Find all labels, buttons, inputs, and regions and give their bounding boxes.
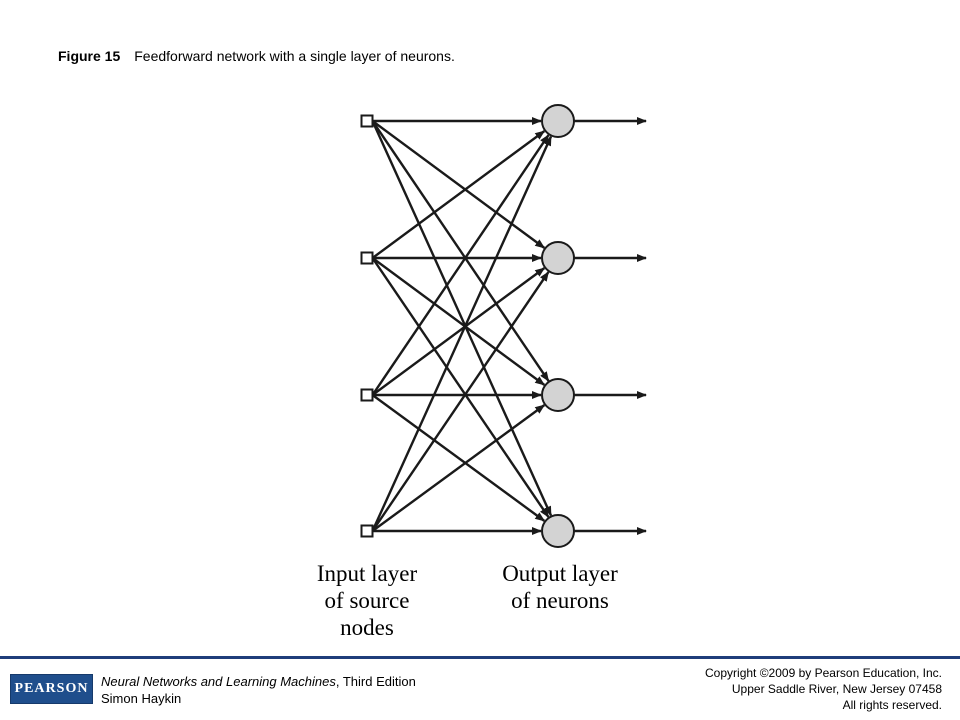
input-node-2: [360, 251, 374, 265]
connection-3-to-1: [371, 134, 550, 396]
figure-caption: Figure 15 Feedforward network with a sing…: [58, 48, 455, 64]
output-arrows: [574, 117, 647, 535]
connection-2-to-1: [371, 130, 546, 259]
pearson-logo: PEARSON: [10, 674, 93, 704]
output-neuron-1: [541, 104, 575, 138]
output-neuron-2: [541, 241, 575, 275]
connection-2-to-3: [371, 257, 546, 386]
connection-2-to-4: [371, 257, 550, 518]
output-neuron-3: [541, 378, 575, 412]
copyright-line-2: Upper Saddle River, New Jersey 07458: [731, 682, 942, 696]
copyright-line-1: Copyright ©2009 by Pearson Education, In…: [705, 666, 942, 680]
input-node-1: [360, 114, 374, 128]
connection-3-to-2: [371, 267, 546, 396]
connection-4-to-2: [371, 271, 550, 532]
output-layer-label: Output layer of neurons: [502, 561, 618, 613]
logo-text: PEARSON: [14, 681, 89, 696]
figure-caption-text: Feedforward network with a single layer …: [134, 48, 455, 64]
connection-1-to-2: [371, 120, 546, 249]
figure-label: Figure 15: [58, 48, 121, 64]
input-node-4: [360, 524, 374, 538]
book-edition: , Third Edition: [335, 674, 416, 689]
copyright-line-3: All rights reserved.: [842, 698, 942, 712]
copyright-notice: Copyright ©2009 by Pearson Education, In…: [705, 665, 942, 713]
connection-3-to-4: [371, 394, 546, 522]
book-title: Neural Networks and Learning Machines: [101, 674, 336, 689]
book-info: Neural Networks and Learning Machines, T…: [101, 673, 416, 707]
connection-1-to-3: [371, 120, 550, 382]
nodes-group: [360, 104, 575, 548]
input-layer-label: Input layer of source nodes: [316, 561, 418, 640]
connection-4-to-1: [371, 135, 553, 532]
connection-4-to-3: [371, 404, 546, 532]
connection-1-to-4: [371, 120, 553, 517]
footer-divider: [0, 656, 960, 659]
input-node-3: [360, 388, 374, 402]
output-neuron-4: [541, 514, 575, 548]
connection-arrows: [371, 117, 553, 535]
book-author: Simon Haykin: [101, 691, 182, 706]
